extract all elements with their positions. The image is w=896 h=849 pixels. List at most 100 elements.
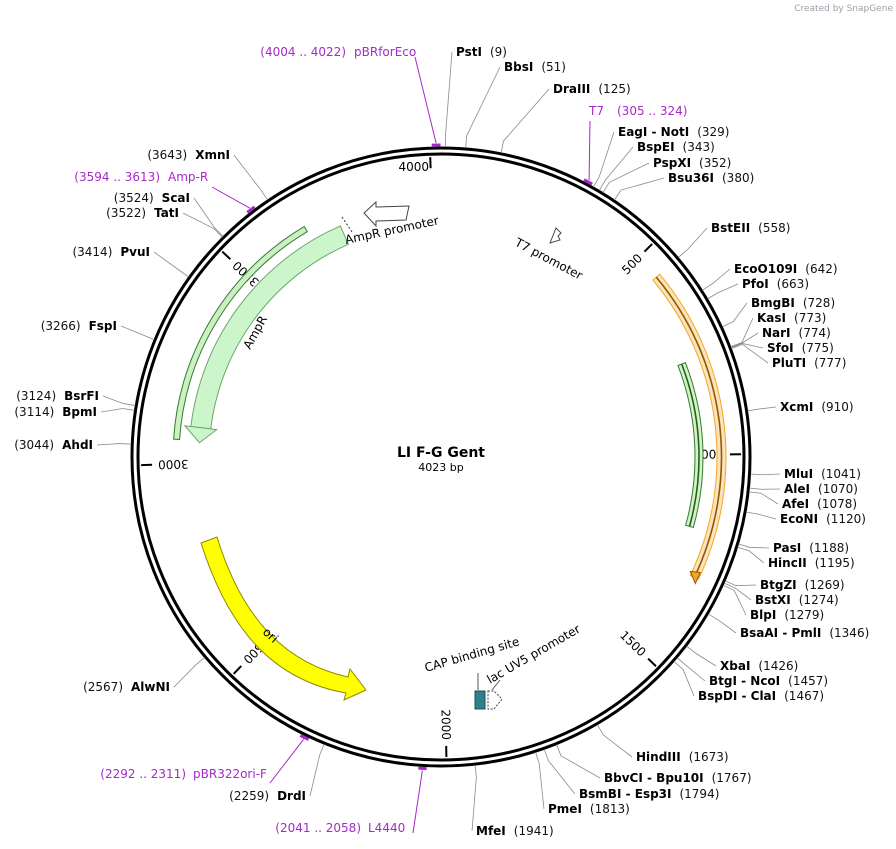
tick-label: 500 xyxy=(619,251,645,277)
enzyme-site-ahdi[interactable]: (3044)AhdI xyxy=(14,438,93,452)
plasmid-name[interactable]: LI F-G Gent xyxy=(397,445,485,461)
enzyme-leader-psti xyxy=(444,51,453,148)
enzyme-leader-ecoo109i xyxy=(702,268,731,291)
primer-name-pbrforeco[interactable]: pBRforEco xyxy=(354,45,416,59)
tick-1500 xyxy=(647,657,657,667)
enzyme-site-bsmbi-esp3i[interactable]: BsmBI - Esp3I (1794) xyxy=(579,787,719,801)
enzyme-leader-xbai xyxy=(686,645,717,667)
primer-name-pbr322ori-f[interactable]: pBR322ori-F xyxy=(193,767,267,781)
enzyme-position: (9) xyxy=(490,45,507,59)
enzyme-site-fspi[interactable]: (3266)FspI xyxy=(41,319,117,333)
enzyme-name: PasI xyxy=(773,541,801,555)
enzyme-site-tati[interactable]: (3522)TatI xyxy=(106,206,179,220)
enzyme-site-pvui[interactable]: (3414)PvuI xyxy=(72,245,150,259)
feature-cap-binding-site[interactable] xyxy=(474,690,486,710)
enzyme-site-bsteii[interactable]: BstEII(558) xyxy=(711,221,790,235)
enzyme-site-mfei[interactable]: MfeI(1941) xyxy=(476,824,554,838)
enzyme-name: MfeI xyxy=(476,824,506,838)
enzyme-site-xbai[interactable]: XbaI(1426) xyxy=(720,659,798,673)
feature-lac-uv5-promoter[interactable] xyxy=(487,690,503,710)
enzyme-leader-ahdi xyxy=(96,443,132,446)
enzyme-position: (728) xyxy=(803,296,835,310)
enzyme-site-btgi-ncoi[interactable]: BtgI - NcoI(1457) xyxy=(709,674,828,688)
enzyme-position: (352) xyxy=(699,156,731,170)
enzyme-site-drdi[interactable]: (2259) DrdI xyxy=(229,789,306,803)
enzyme-site-psti[interactable]: PstI(9) xyxy=(456,45,507,59)
enzyme-site-bsrfi[interactable]: (3124)BsrFI xyxy=(16,389,99,403)
enzyme-site-sfoi[interactable]: SfoI(775) xyxy=(767,341,834,355)
enzyme-site-bspdi-clai[interactable]: BspDI - ClaI(1467) xyxy=(698,689,824,703)
enzyme-site-scai[interactable]: (3524)ScaI xyxy=(114,191,190,205)
enzyme-site-bsu36i[interactable]: Bsu36I(380) xyxy=(668,171,754,185)
enzyme-site-bpmi[interactable]: (3114)BpmI xyxy=(14,405,97,419)
enzyme-site-eagi-noti[interactable]: EagI - NotI(329) xyxy=(618,125,729,139)
enzyme-name: AleI xyxy=(784,482,810,496)
enzyme-site-xmni[interactable]: (3643)XmnI xyxy=(147,148,230,162)
enzyme-leader-pfoi xyxy=(707,283,739,300)
feature-ampr[interactable] xyxy=(190,225,350,430)
enzyme-site-nari[interactable]: NarI(774) xyxy=(762,326,831,340)
enzyme-leader-bmgbi xyxy=(722,302,748,328)
enzyme-leader-bsu36i xyxy=(614,177,665,201)
enzyme-leader-alei xyxy=(749,487,781,490)
enzyme-site-pasi[interactable]: PasI(1188) xyxy=(773,541,849,555)
enzyme-site-pluti[interactable]: PluTI(777) xyxy=(772,356,846,370)
enzyme-name: EcoNI xyxy=(780,512,818,526)
enzyme-leader-draiii xyxy=(500,88,550,153)
enzyme-site-afei[interactable]: AfeI(1078) xyxy=(782,497,857,511)
enzyme-leader-bstxi xyxy=(724,582,752,601)
enzyme-position: (2259) xyxy=(229,789,269,803)
enzyme-site-pmei[interactable]: PmeI(1813) xyxy=(548,802,630,816)
enzyme-site-ecoo109i[interactable]: EcoO109I(642) xyxy=(734,262,838,276)
enzyme-name: DrdI xyxy=(277,789,306,803)
enzyme-name: AfeI xyxy=(782,497,809,511)
feature-ori[interactable] xyxy=(200,536,367,701)
backbone-inner xyxy=(136,152,746,762)
feature-ampr-outline[interactable] xyxy=(173,225,308,441)
feature-gentamicin-band[interactable] xyxy=(652,273,727,581)
enzyme-site-bbsi[interactable]: BbsI(51) xyxy=(504,60,566,74)
enzyme-site-mlui[interactable]: MluI(1041) xyxy=(784,467,861,481)
enzyme-site-bmgbi[interactable]: BmgBI(728) xyxy=(751,296,835,310)
enzyme-leader-hincii xyxy=(737,546,765,564)
enzyme-name: BsmBI - Esp3I xyxy=(579,787,671,801)
enzyme-name: PluTI xyxy=(772,356,806,370)
primer-bar-pbr322ori-f[interactable] xyxy=(299,734,310,741)
enzyme-name: BspEI xyxy=(637,140,675,154)
lac-leader xyxy=(491,679,501,691)
primer-bar-amp-r[interactable] xyxy=(246,205,256,214)
enzyme-name: PvuI xyxy=(120,245,150,259)
enzyme-name: Bsu36I xyxy=(668,171,714,185)
primer-bar-t7[interactable] xyxy=(583,178,593,186)
primer-name-t7[interactable]: T7 xyxy=(588,104,604,118)
enzyme-name: EagI - NotI xyxy=(618,125,689,139)
enzyme-name: KasI xyxy=(757,311,786,325)
enzyme-site-bsaai-pmli[interactable]: BsaAI - PmlI(1346) xyxy=(740,626,869,640)
ampr-promoter-dash xyxy=(341,216,353,233)
enzyme-site-draiii[interactable]: DraIII(125) xyxy=(553,82,631,96)
enzyme-position: (1794) xyxy=(679,787,719,801)
enzyme-site-blpi[interactable]: BlpI(1279) xyxy=(750,608,824,622)
enzyme-site-bbvci-bpu10i[interactable]: BbvCI - Bpu10I(1767) xyxy=(604,771,752,785)
primer-name-amp-r[interactable]: Amp-R xyxy=(168,170,208,184)
enzyme-name: AlwNI xyxy=(131,680,170,694)
enzyme-site-xcmi[interactable]: XcmI(910) xyxy=(780,400,854,414)
enzyme-site-econi[interactable]: EcoNI(1120) xyxy=(780,512,866,526)
enzyme-site-hincii[interactable]: HincII(1195) xyxy=(768,556,855,570)
feature-ampr-promoter-arrow[interactable] xyxy=(363,200,410,228)
feature-marks xyxy=(173,200,727,710)
feature-label-lac-uv5-promoter: lac UV5 promoter xyxy=(485,622,583,687)
enzyme-site-alwni[interactable]: (2567)AlwNI xyxy=(83,680,170,694)
feature-t7-promoter-arrow[interactable] xyxy=(549,227,562,244)
enzyme-site-pspxi[interactable]: PspXI(352) xyxy=(653,156,731,170)
enzyme-site-hindiii[interactable]: HindIII(1673) xyxy=(636,750,729,764)
enzyme-site-pfoi[interactable]: PfoI(663) xyxy=(742,277,809,291)
primer-range-t7: (305 .. 324) xyxy=(617,104,687,118)
enzyme-site-btgzi[interactable]: BtgZI(1269) xyxy=(760,578,845,592)
enzyme-site-bstxi[interactable]: BstXI(1274) xyxy=(755,593,839,607)
enzyme-name: BtgZI xyxy=(760,578,797,592)
enzyme-site-kasi[interactable]: KasI(773) xyxy=(757,311,826,325)
enzyme-site-alei[interactable]: AleI(1070) xyxy=(784,482,858,496)
enzyme-site-bspei[interactable]: BspEI(343) xyxy=(637,140,715,154)
primer-name-l4440[interactable]: L4440 xyxy=(368,821,405,835)
